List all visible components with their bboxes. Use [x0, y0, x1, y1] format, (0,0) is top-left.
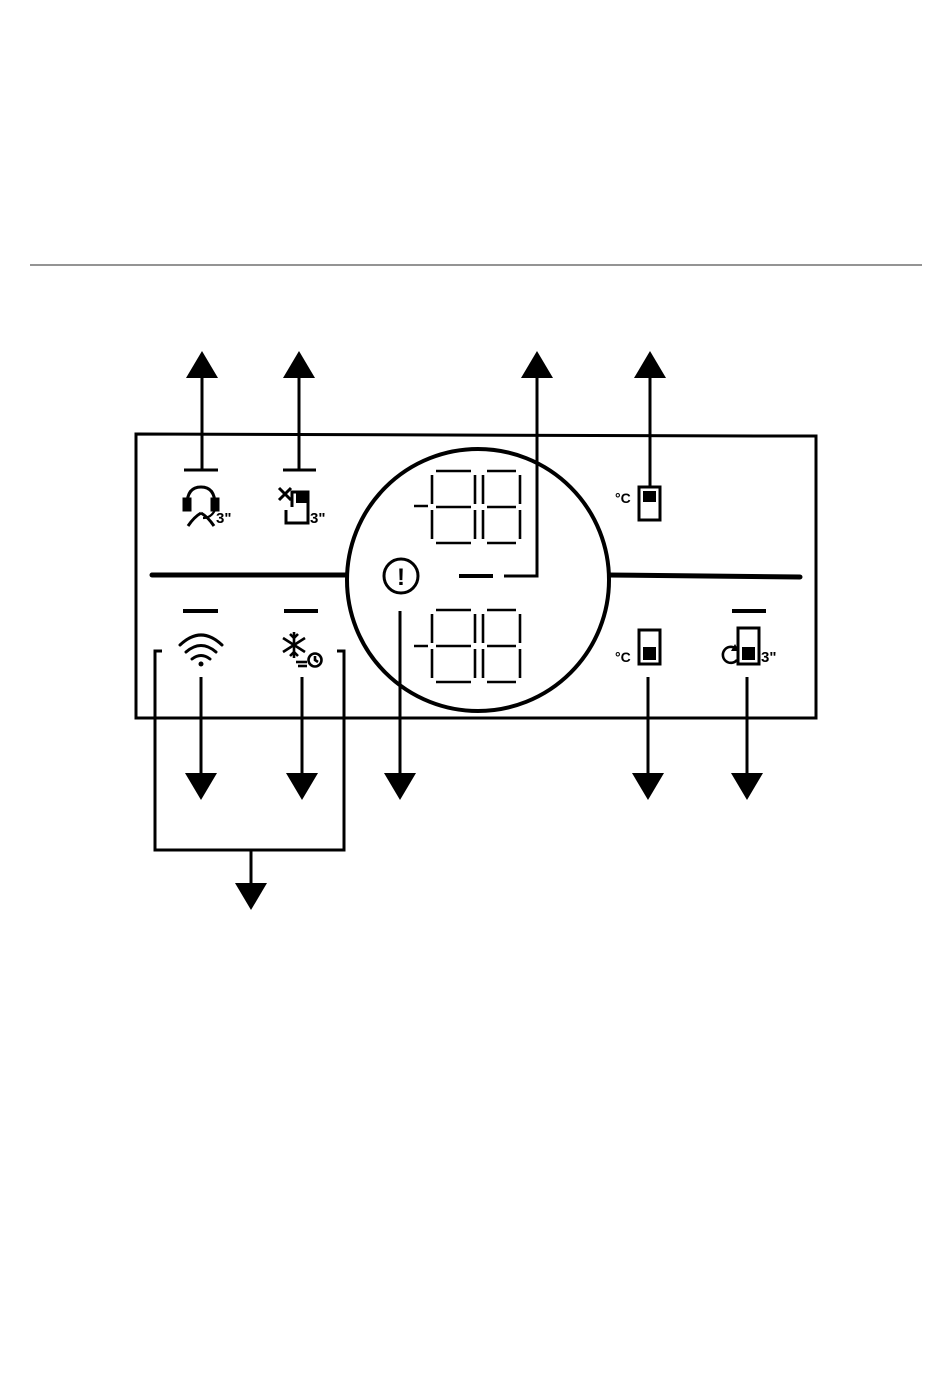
callout-arrow-service: [186, 351, 218, 470]
snowflake-timer-icon: [283, 632, 322, 667]
service-button[interactable]: 3": [184, 487, 231, 527]
callout-arrow-freezer-convert: [731, 677, 763, 800]
service-hold-label: 3": [216, 510, 231, 527]
freezer-convert-icon: [723, 628, 759, 664]
wifi-icon: [180, 635, 222, 667]
callout-arrow-fridge-temp: [634, 351, 666, 487]
callout-arrow-filter-reset: [283, 351, 315, 470]
callout-arrow-freezer-temp: [632, 677, 664, 800]
freezer-temperature-icon: [639, 630, 660, 664]
wifi-button[interactable]: [180, 635, 222, 667]
filter-reset-button[interactable]: 3": [279, 488, 325, 527]
fridge-temp-unit-label: °C: [615, 490, 631, 506]
freezer-temp-unit-label: °C: [615, 649, 631, 665]
fridge-temperature-icon: [639, 487, 660, 520]
callout-arrow-quick-freeze: [286, 677, 318, 800]
svg-text:!: !: [397, 564, 405, 591]
quick-freeze-button[interactable]: [283, 632, 322, 667]
filter-reset-hold-label: 3": [310, 510, 325, 527]
freezer-convert-hold-label: 3": [761, 649, 776, 666]
freezer-convert-button[interactable]: 3": [723, 628, 777, 666]
filter-reset-icon: [279, 488, 308, 523]
display-circle: [347, 449, 609, 711]
freezer-temperature-button[interactable]: °C: [615, 630, 660, 665]
group-bracket-wifi-freeze: [155, 651, 344, 910]
service-headset-icon: [184, 487, 218, 526]
panel-divider-right: [607, 575, 800, 577]
fridge-temperature-button[interactable]: °C: [615, 487, 660, 520]
callout-arrow-wifi: [185, 677, 217, 800]
